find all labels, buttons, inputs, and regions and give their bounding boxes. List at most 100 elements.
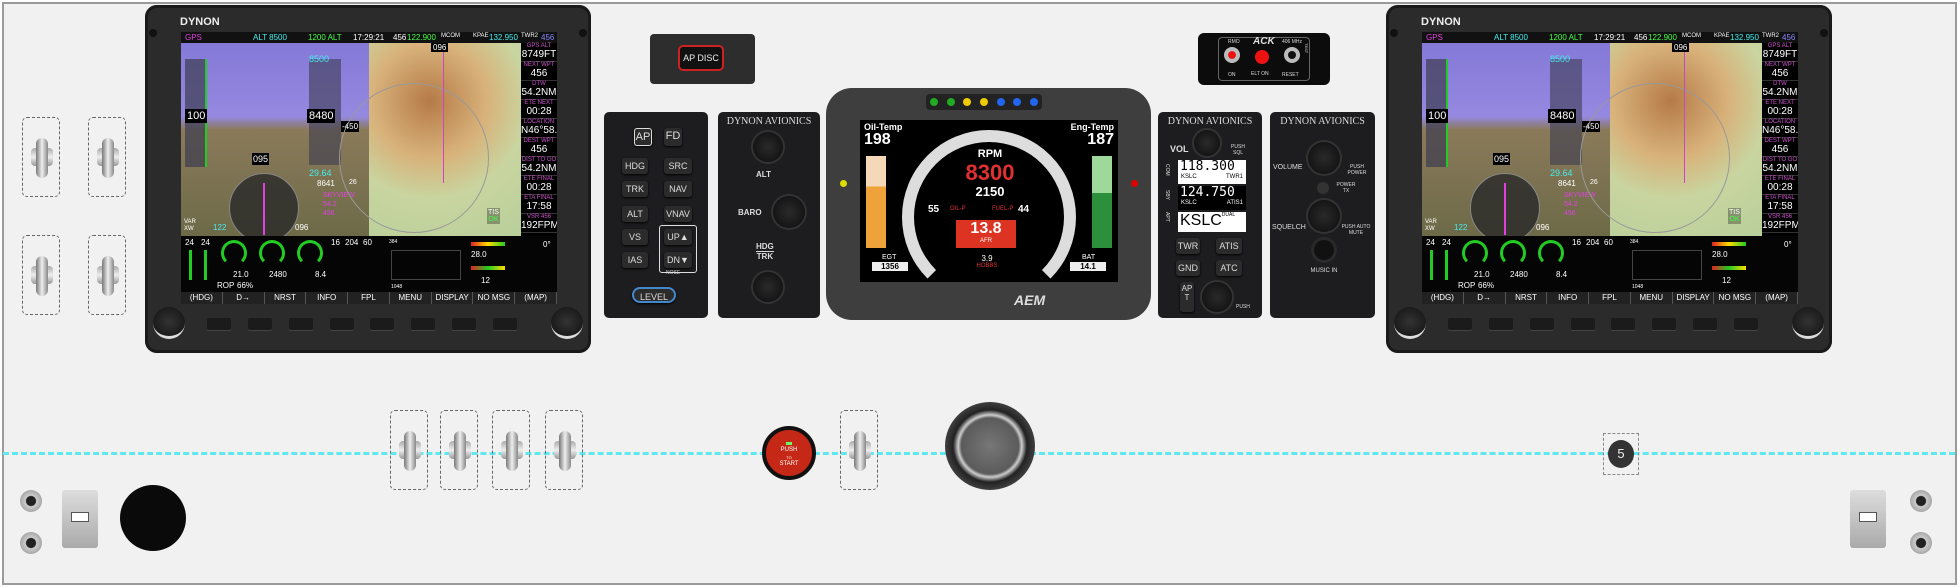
ap-disc-button[interactable]: AP DISC [678, 45, 724, 71]
softkey-label[interactable]: NRST [265, 292, 307, 304]
softkey-label[interactable]: D→ [223, 292, 265, 304]
ias-button[interactable]: IAS [622, 252, 648, 268]
large-knob[interactable] [945, 402, 1035, 490]
level-button[interactable]: LEVEL [632, 287, 676, 303]
badge-5[interactable]: 5 [1608, 440, 1634, 468]
efis-screen[interactable]: GPS ALT 8500 1200 ALT 17:29:21 456 122.9… [1422, 32, 1798, 304]
squelch-knob[interactable] [1308, 200, 1340, 232]
ack-button[interactable] [1255, 50, 1269, 64]
nose-down-button[interactable]: DN▼ [664, 252, 692, 268]
hdg-knob[interactable] [753, 272, 783, 302]
apt-button[interactable]: APT [1180, 282, 1194, 312]
alt-button[interactable]: ALT [622, 206, 648, 222]
toggle-switch[interactable] [88, 117, 126, 197]
efis-brand: DYNON [1421, 16, 1461, 28]
toggle-switch[interactable] [390, 410, 428, 490]
fuel-right: 24 [1442, 238, 1451, 247]
hdg-button[interactable]: HDG [622, 158, 648, 174]
toggle-switch[interactable] [492, 410, 530, 490]
ap-button[interactable]: AP [634, 128, 652, 146]
softkey-button[interactable] [1733, 318, 1758, 330]
vnav-button[interactable]: VNAV [664, 206, 692, 222]
twr-button[interactable]: TWR [1176, 238, 1200, 254]
shift-light [946, 98, 955, 106]
trk-button[interactable]: TRK [622, 181, 648, 197]
toggle-switch[interactable] [22, 235, 60, 315]
atc-button[interactable]: ATC [1216, 260, 1242, 276]
softkey-button[interactable] [370, 318, 395, 330]
tuning-knob[interactable] [1202, 282, 1232, 312]
toggle-switch[interactable] [22, 117, 60, 197]
softkey-label[interactable]: FPL [1589, 292, 1631, 304]
jack[interactable] [20, 532, 42, 554]
right-knob[interactable] [551, 307, 583, 339]
fuel-p-label: FUEL-P [992, 206, 1014, 212]
softkey-button[interactable] [1488, 318, 1513, 330]
softkey-button[interactable] [247, 318, 272, 330]
jack[interactable] [1910, 490, 1932, 512]
softkey-button[interactable] [411, 318, 436, 330]
softkey-label[interactable]: (MAP) [515, 292, 557, 304]
softkey-label[interactable]: (HDG) [181, 292, 223, 304]
softkey-label[interactable]: NRST [1506, 292, 1548, 304]
toggle-switch[interactable] [840, 410, 878, 490]
volume-knob[interactable] [1194, 130, 1220, 156]
src-button[interactable]: SRC [664, 158, 692, 174]
softkey-label[interactable]: INFO [1547, 292, 1590, 304]
softkey-button[interactable] [1652, 318, 1677, 330]
softkey-button[interactable] [492, 318, 517, 330]
test-reset-switch[interactable] [1284, 47, 1300, 63]
softkey-label[interactable]: DISPLAY [1673, 292, 1715, 304]
softkey-label[interactable]: MENU [390, 292, 432, 304]
nav-button[interactable]: NAV [664, 181, 692, 197]
softkey-button[interactable] [1693, 318, 1718, 330]
gnd-button[interactable]: GND [1176, 260, 1200, 276]
usb-port[interactable] [62, 490, 98, 548]
toggle-switch[interactable] [440, 410, 478, 490]
softkey-button[interactable] [207, 318, 231, 330]
softkey-label[interactable]: D→ [1464, 292, 1506, 304]
softkey-label[interactable]: NO MSG [473, 292, 516, 304]
toggle-switch[interactable] [545, 410, 583, 490]
alt-knob[interactable] [753, 132, 783, 162]
softkey-label[interactable]: INFO [306, 292, 349, 304]
softkey-label[interactable]: NO MSG [1714, 292, 1757, 304]
softkey-button[interactable] [288, 318, 313, 330]
softkey-label[interactable]: (HDG) [1422, 292, 1464, 304]
vs-button[interactable]: VS [622, 229, 648, 245]
softkey-label[interactable]: (MAP) [1756, 292, 1798, 304]
softkey-label[interactable]: DISPLAY [432, 292, 474, 304]
softkey-label[interactable]: MENU [1631, 292, 1673, 304]
left-knob[interactable] [1394, 307, 1426, 339]
efis-screen[interactable]: GPS ALT 8500 1200 ALT 17:29:21 456 122.9… [181, 32, 557, 304]
nose-up-button[interactable]: UP▲ [664, 229, 692, 245]
atis-button[interactable]: ATIS [1216, 238, 1242, 254]
usb-port[interactable] [1850, 490, 1886, 548]
right-knob[interactable] [1792, 307, 1824, 339]
airport-field[interactable]: KSLCDUAL [1178, 212, 1246, 232]
jack[interactable] [20, 490, 42, 512]
toggle-switch[interactable] [88, 235, 126, 315]
softkey-button[interactable] [329, 318, 354, 330]
oil-p-value: 55 [928, 204, 940, 215]
jack[interactable] [1910, 532, 1932, 554]
softkey-button[interactable] [1529, 318, 1554, 330]
softkey-button[interactable] [1611, 318, 1636, 330]
volts: 28.0 [471, 250, 487, 259]
fd-button[interactable]: FD [664, 128, 682, 146]
music-in-jack[interactable] [1314, 240, 1334, 260]
left-knob[interactable] [153, 307, 185, 339]
softkey-button[interactable] [452, 318, 477, 330]
volume-knob[interactable] [1308, 142, 1340, 174]
softkey-button[interactable] [1570, 318, 1595, 330]
baro-knob[interactable] [773, 196, 805, 228]
softkey-button[interactable] [1448, 318, 1472, 330]
softkey-label[interactable]: FPL [348, 292, 390, 304]
